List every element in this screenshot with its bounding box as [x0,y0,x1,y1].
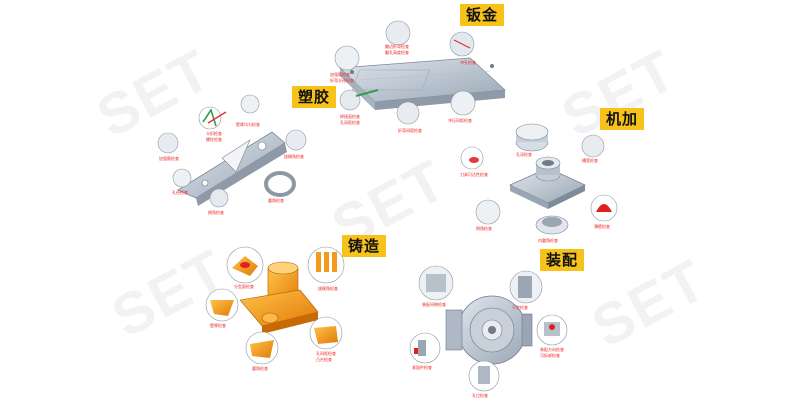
callout-label: 折弯间距检查 [398,128,422,133]
callout-label: 圆角检查 [252,366,268,371]
category-tag-machining: 机加 [600,108,645,130]
category-tag-casting: 铸造 [342,235,387,257]
assembly-detail-circles [409,265,568,392]
sheet-metal-part [339,57,506,110]
callout-label: 加强筋检查 [159,156,179,161]
machined-part [509,156,586,209]
callout-label: 装配间隙检查 [422,302,446,307]
callout-label: 壁厚检查 [210,323,226,328]
callout-label: 拔模角检查 [284,154,304,159]
category-tag-plastic: 塑胶 [292,86,337,108]
callout-label: 冲孔检查 [460,60,476,65]
callout-label: 焊接面检查 [340,114,360,119]
cast-part [239,261,319,334]
callout-label: 可拆卸检查 [540,353,560,358]
callout-label: 翻边折弯检查 [385,44,409,49]
callout-label: 螺柱检查 [206,137,222,142]
callout-label: 翻孔高度检查 [385,50,409,55]
callout-label: 孔位检查 [472,393,488,398]
assembly-part [445,295,533,365]
machining-detail-circles [460,123,618,235]
callout-label: 冲压间距检查 [448,118,472,123]
callout-label: 折弯半径检查 [330,78,354,83]
callout-label: 拔模角检查 [318,286,338,291]
callout-label: 加强筋检查 [330,72,350,77]
callout-label: 孔深检查 [516,152,532,157]
callout-label: 孔间距检查 [340,120,360,125]
callout-label: 装配方向检查 [540,347,564,352]
sheet-metal-detail-circles [334,20,476,125]
casting-detail-circles [205,246,345,365]
plastic-part [177,131,296,206]
callout-label: 倒角检查 [476,226,492,231]
callout-label: 分型面检查 [234,284,254,289]
callout-label: 紧固件检查 [412,365,432,370]
callout-label: 卡扣检查 [206,131,222,136]
callout-label: 槽宽检查 [582,158,598,163]
callout-label: 内圆角检查 [538,238,558,243]
category-tag-sheet-metal: 钣金 [460,4,505,26]
callout-label: 孔间距检查 [316,351,336,356]
callout-label: 薄壁检查 [594,224,610,229]
category-tag-assembly: 装配 [540,249,585,271]
callout-label: 刀具可达性检查 [460,172,488,177]
callout-label: 圆角检查 [268,198,284,203]
plastic-detail-circles [157,94,307,208]
callout-label: 凸台检查 [316,357,332,362]
callout-label: 干涉检查 [512,305,528,310]
callout-label: 倒角检查 [208,210,224,215]
callout-label: 孔径检查 [172,190,188,195]
callout-label: 壁厚均匀检查 [236,122,260,127]
